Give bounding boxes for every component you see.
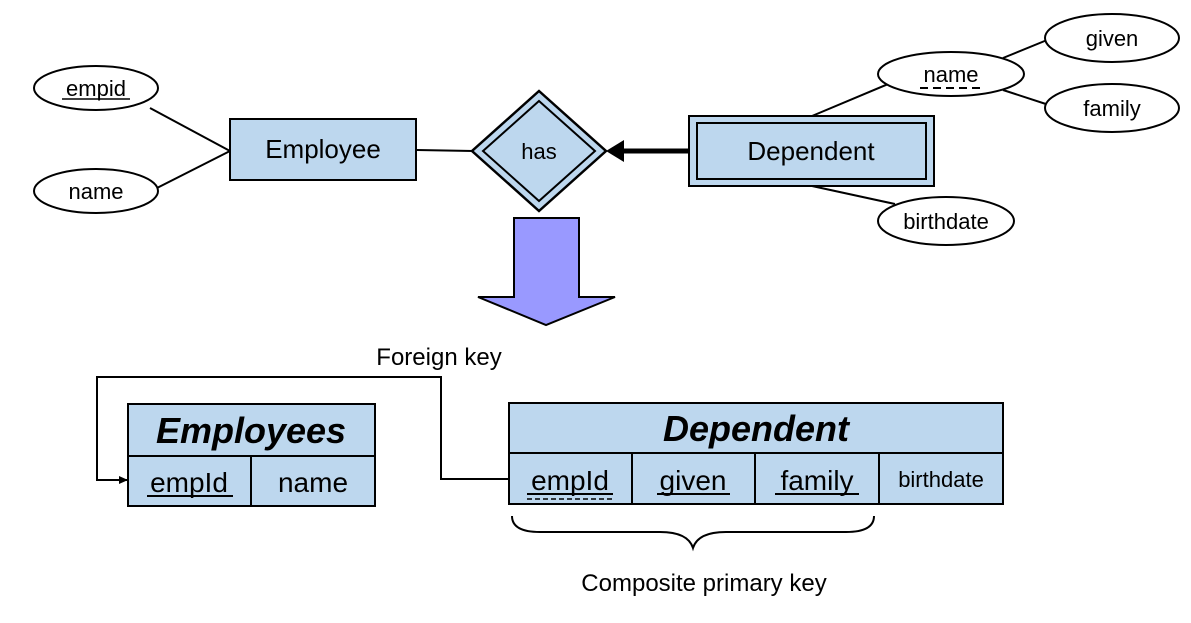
birthdate-connector — [811, 185, 896, 205]
foreign-key-label: Foreign key — [376, 344, 501, 371]
empid-connector — [149, 107, 231, 152]
empid-attribute: empid — [33, 65, 159, 111]
employee-entity-label: Employee — [265, 134, 381, 164]
employees-table: Employees empId name — [127, 403, 376, 507]
dependent-col-family: family — [780, 465, 853, 496]
dependent-table: Dependent empId given family birthdate — [508, 402, 1004, 505]
name-attribute: name — [33, 168, 159, 214]
has-relationship: has — [470, 89, 608, 213]
birthdate-attribute: birthdate — [877, 196, 1015, 246]
employees-col-empid: empId — [150, 467, 228, 498]
name-connector — [152, 150, 231, 191]
dependent-weak-entity: Dependent — [688, 115, 935, 187]
family-attribute: family — [1044, 83, 1180, 133]
dep-name-connector — [811, 81, 894, 117]
dep-name-attribute-label: name — [923, 62, 978, 87]
dependent-col-birthdate: birthdate — [898, 467, 984, 492]
given-attribute: given — [1044, 13, 1180, 63]
employees-col-name: name — [278, 467, 348, 498]
employees-table-title: Employees — [156, 410, 346, 451]
dependent-col-given-cell — [631, 452, 756, 505]
dependent-entity-label: Dependent — [747, 136, 875, 166]
foreign-key-connector — [96, 376, 509, 484]
composite-key-brace — [511, 515, 875, 552]
composite-primary-key-label: Composite primary key — [581, 570, 826, 597]
empid-attribute-label: empid — [66, 76, 126, 101]
has-relationship-label: has — [521, 139, 556, 164]
dependent-col-given: given — [660, 465, 727, 496]
given-connector — [1002, 37, 1053, 59]
employees-col-name-cell — [250, 455, 376, 507]
employee-has-connector — [416, 149, 474, 152]
participation-arrowhead — [606, 140, 624, 162]
given-attribute-label: given — [1086, 26, 1139, 51]
dependent-table-title: Dependent — [663, 408, 851, 449]
employees-col-empid-cell — [127, 455, 252, 507]
dependent-table-title-cell — [508, 402, 1004, 454]
dependent-col-family-cell — [754, 452, 880, 505]
dep-name-attribute: name — [877, 51, 1025, 97]
dependent-col-empid: empId — [531, 465, 609, 496]
name-attribute-label: name — [68, 179, 123, 204]
dependent-col-birthdate-cell — [878, 452, 1004, 505]
family-attribute-label: family — [1083, 96, 1140, 121]
transform-arrow — [477, 217, 616, 327]
dependent-col-empid-cell — [508, 452, 633, 505]
employee-entity: Employee — [229, 118, 417, 181]
birthdate-attribute-label: birthdate — [903, 209, 989, 234]
family-connector — [1002, 89, 1053, 107]
